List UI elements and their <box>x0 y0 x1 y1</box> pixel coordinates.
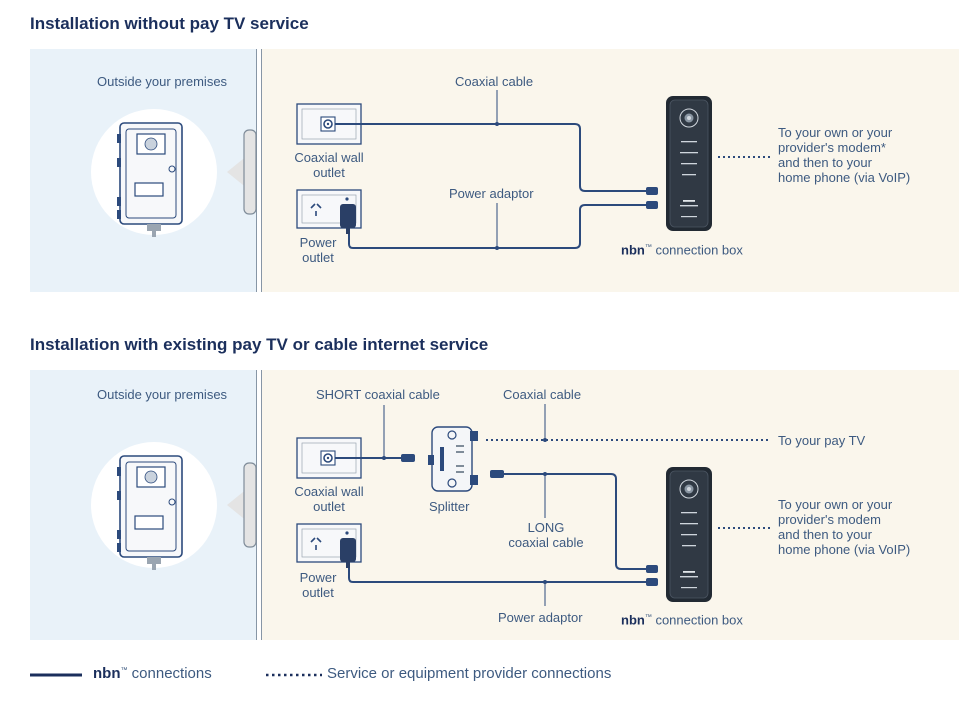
short-coaxial-cable-label: SHORT coaxial cable <box>316 387 440 402</box>
inside-area-1 <box>262 49 959 292</box>
nbn-connection-box-2 <box>665 466 713 603</box>
power-adaptor-label-1: Power adaptor <box>449 186 534 201</box>
connection-box-label-1: nbn™ connection box <box>621 242 743 258</box>
outside-premises-label-2: Outside your premises <box>97 387 228 402</box>
legend-nbn-connections: nbn™ connections <box>93 665 212 682</box>
diagram2-title: Installation with existing pay TV or cab… <box>30 335 489 354</box>
long-coaxial-cable-line <box>504 473 648 570</box>
wall-1 <box>256 49 262 292</box>
power-cable-line-1 <box>348 204 648 249</box>
wall-2 <box>256 370 262 640</box>
splitter-label: Splitter <box>429 499 470 514</box>
power-outlet-1 <box>296 189 362 235</box>
splitter <box>427 426 479 492</box>
premises-utility-box-2 <box>90 441 257 571</box>
power-outlet-2 <box>296 523 362 569</box>
coaxial-cable-line-1 <box>335 123 648 192</box>
outside-premises-label-1: Outside your premises <box>97 74 228 89</box>
coaxial-cable-label-1: Coaxial cable <box>455 74 534 89</box>
diagram1-title: Installation without pay TV service <box>30 14 309 33</box>
connection-box-label-2: nbn™ connection box <box>621 612 743 628</box>
pay-tv-label: To your pay TV <box>778 433 866 448</box>
legend-provider-connections: Service or equipment provider connection… <box>327 665 612 682</box>
inside-area-2 <box>262 370 959 640</box>
destination-modem-label-1: To your own or your provider's modem* an… <box>778 125 911 185</box>
power-adaptor-label-2: Power adaptor <box>498 610 583 625</box>
premises-utility-box-1 <box>90 108 257 238</box>
coaxial-cable-label-2: Coaxial cable <box>503 387 582 402</box>
nbn-connection-box-1 <box>665 95 713 232</box>
destination-modem-label-2: To your own or your provider's modem and… <box>778 497 911 557</box>
power-cable-line-2 <box>348 568 648 583</box>
